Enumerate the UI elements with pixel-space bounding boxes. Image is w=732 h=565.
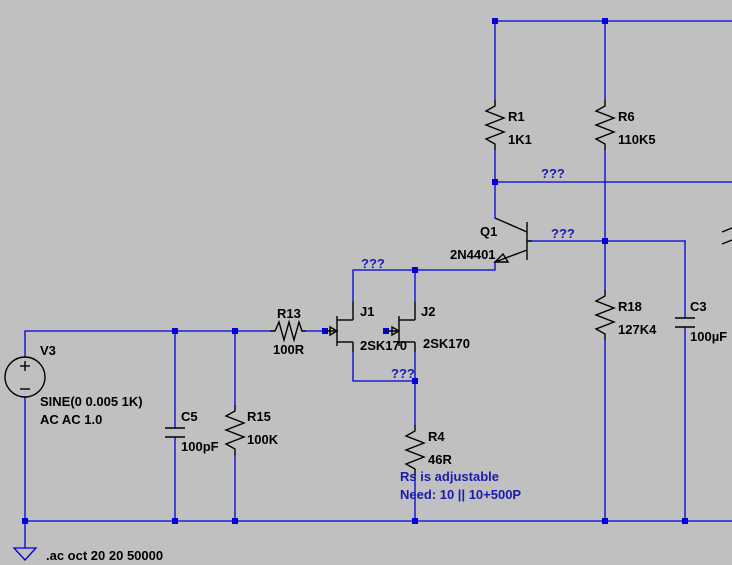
- v3-ref: V3: [40, 343, 56, 358]
- jfet-j1[interactable]: J1 2SK170: [325, 302, 407, 353]
- wires: [24, 20, 732, 549]
- r15-ref: R15: [247, 409, 271, 424]
- r18-value: 127K4: [618, 322, 657, 337]
- jfet-j2[interactable]: J2 2SK170: [386, 302, 470, 352]
- r1-ref: R1: [508, 109, 525, 124]
- offscreen-resistor-stub: [721, 227, 732, 233]
- c3-value: 100µF: [690, 329, 727, 344]
- net-label-q1-base: ???: [551, 226, 575, 241]
- j1-ref: J1: [360, 304, 374, 319]
- v3-ac: AC AC 1.0: [40, 412, 102, 427]
- net-label-jfet-drain: ???: [361, 256, 385, 271]
- r4-value: 46R: [428, 452, 452, 467]
- capacitor-c3[interactable]: C3 100µF: [675, 299, 727, 344]
- resistor-r13[interactable]: R13 100R: [270, 306, 306, 357]
- net-label-jfet-source: ???: [391, 366, 415, 381]
- spice-directive[interactable]: .ac oct 20 20 50000: [46, 548, 163, 563]
- resistor-r15[interactable]: R15 100K: [224, 405, 279, 455]
- r1-value: 1K1: [508, 132, 532, 147]
- transistor-q1[interactable]: Q1 2N4401: [450, 217, 532, 263]
- q1-ref: Q1: [480, 224, 497, 239]
- ground-symbol: [12, 547, 38, 561]
- resistor-r6[interactable]: R6 110K5: [594, 100, 656, 150]
- resistor-r1[interactable]: R1 1K1: [484, 100, 532, 150]
- q1-value: 2N4401: [450, 247, 496, 262]
- capacitor-c5[interactable]: C5 100pF: [165, 409, 219, 454]
- voltage-source-v3[interactable]: V3 SINE(0 0.005 1K) AC AC 1.0: [4, 343, 143, 427]
- r18-ref: R18: [618, 299, 642, 314]
- r6-value: 110K5: [618, 132, 656, 147]
- resistor-r18[interactable]: R18 127K4: [594, 290, 657, 340]
- r4-ref: R4: [428, 429, 445, 444]
- net-label-q1-collector: ???: [541, 166, 565, 181]
- r15-value: 100K: [247, 432, 279, 447]
- j1-value: 2SK170: [360, 338, 407, 353]
- c3-ref: C3: [690, 299, 707, 314]
- note-need: Need: 10 || 10+500P: [400, 487, 521, 502]
- v3-value: SINE(0 0.005 1K): [40, 394, 143, 409]
- offscreen-resistor-stub-2: [721, 239, 732, 245]
- r6-ref: R6: [618, 109, 635, 124]
- j2-ref: J2: [421, 304, 435, 319]
- c5-ref: C5: [181, 409, 198, 424]
- note-rs-adjustable: Rs is adjustable: [400, 469, 499, 484]
- r13-ref: R13: [277, 306, 301, 321]
- j2-value: 2SK170: [423, 336, 470, 351]
- c5-value: 100pF: [181, 439, 219, 454]
- r13-value: 100R: [273, 342, 305, 357]
- junction-nodes: [22, 18, 688, 524]
- resistor-r4[interactable]: R4 46R: [404, 425, 452, 475]
